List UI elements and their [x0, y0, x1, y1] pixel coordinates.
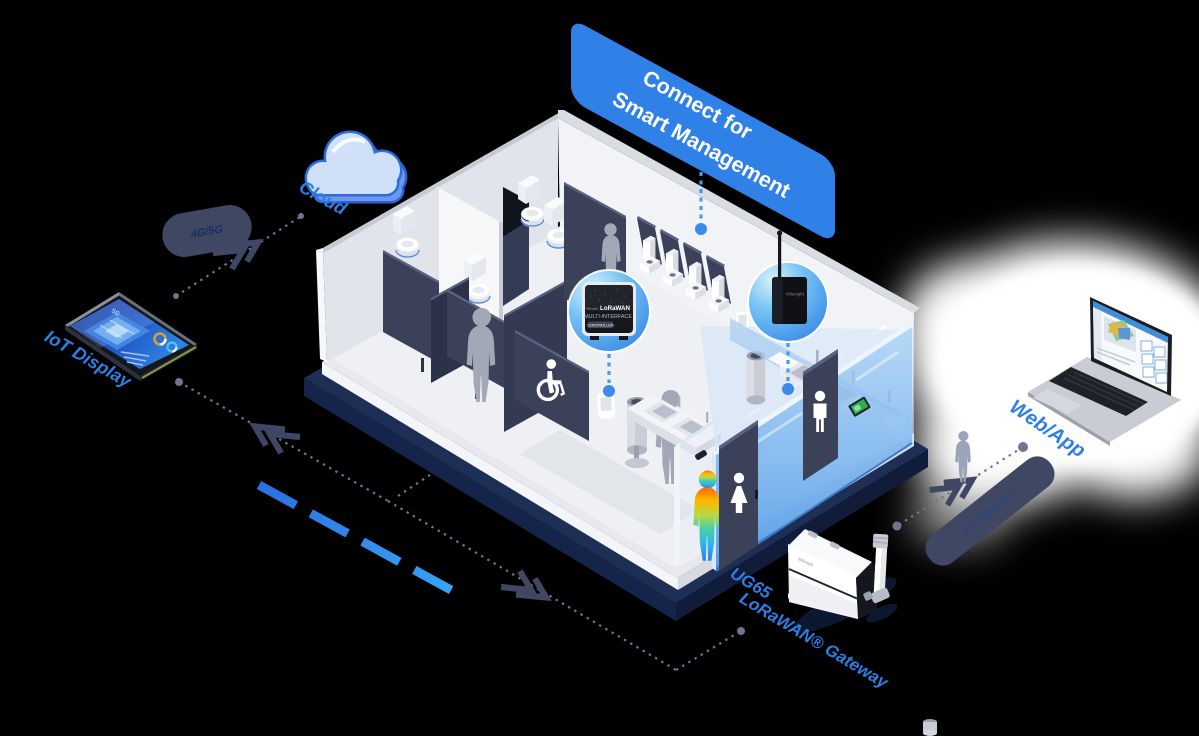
svg-text:Milesight: Milesight	[798, 556, 815, 567]
svg-text:Milesight: Milesight	[786, 292, 805, 297]
svg-text:MULTI-INTERFACE: MULTI-INTERFACE	[584, 314, 632, 320]
svg-text:LoRaWAN: LoRaWAN	[600, 305, 630, 312]
svg-text:CONTROLLER: CONTROLLER	[587, 322, 614, 327]
svg-text:Milesight: Milesight	[586, 307, 598, 311]
svg-text:4G/5G: 4G/5G	[190, 223, 223, 241]
svg-text:5G: 5G	[110, 308, 121, 318]
